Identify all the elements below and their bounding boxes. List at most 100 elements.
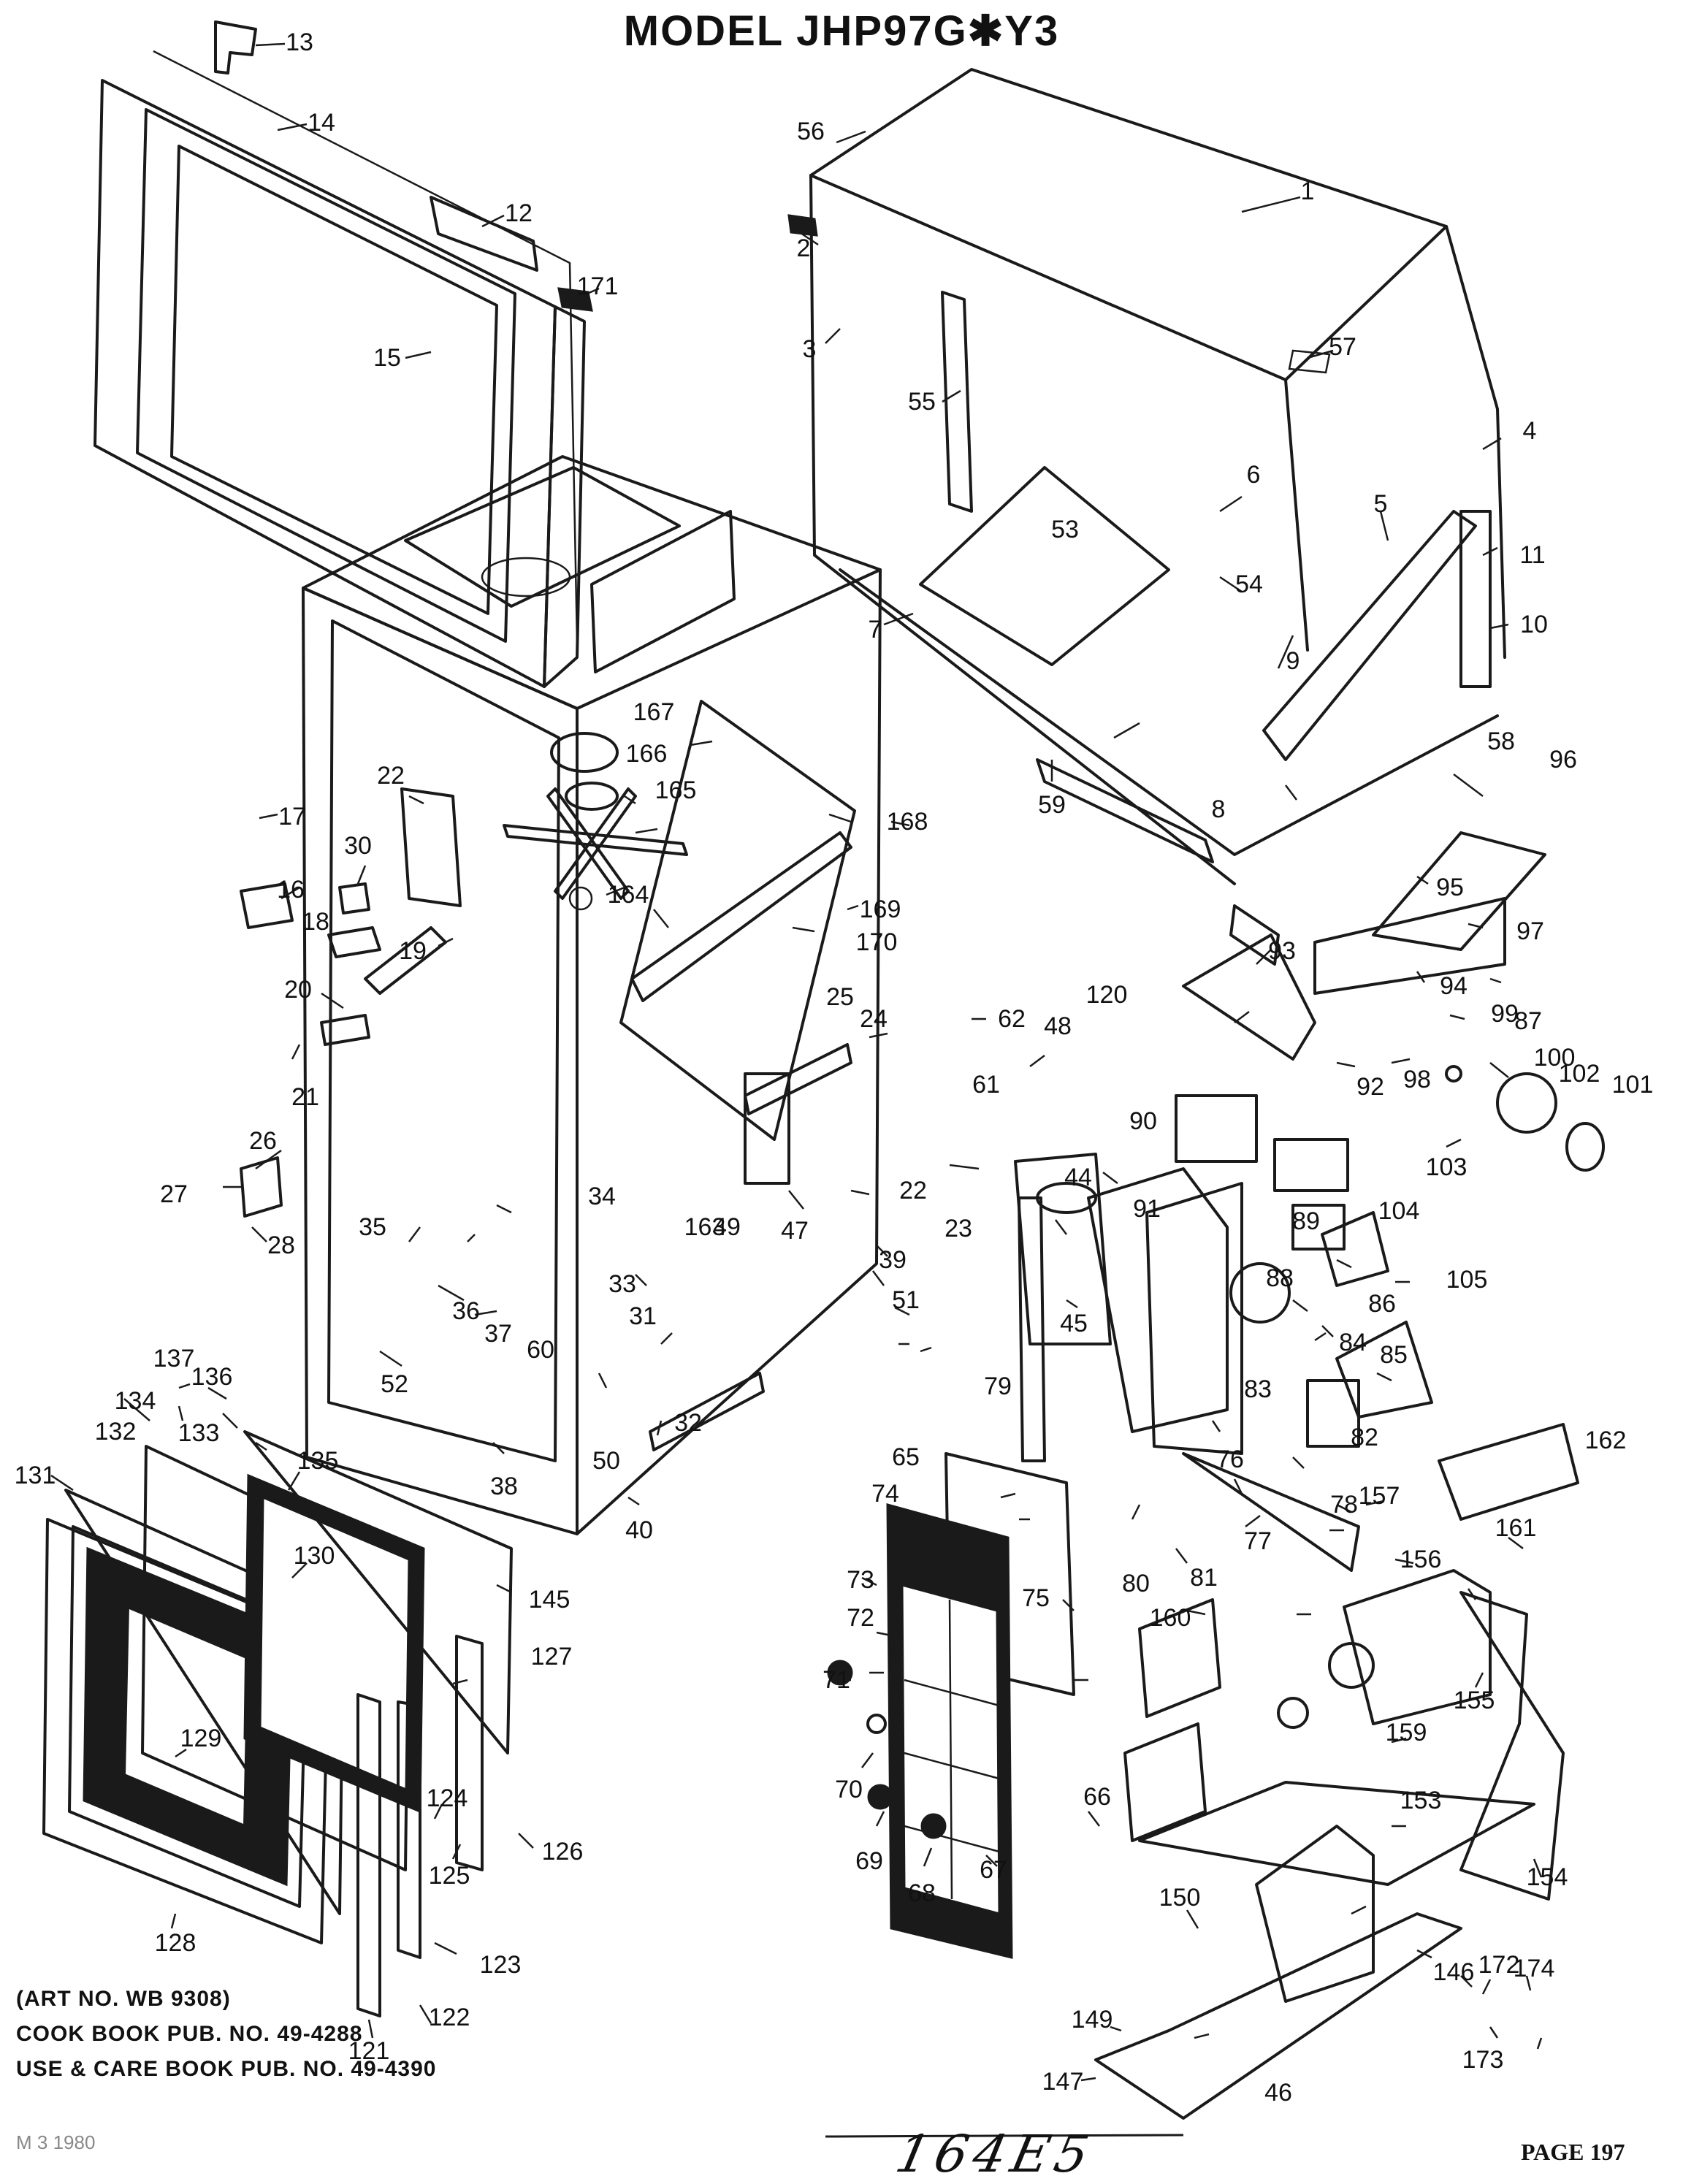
part-label: 170 <box>855 928 898 956</box>
part-label: 34 <box>588 1183 616 1210</box>
part-label: 93 <box>1268 937 1296 965</box>
part-label: 83 <box>1244 1375 1272 1403</box>
part-label: 169 <box>859 896 901 923</box>
part-label: 12 <box>505 199 533 227</box>
part-label: 54 <box>1235 570 1263 598</box>
part-label: 157 <box>1358 1482 1400 1510</box>
part-label: 9 <box>1286 647 1300 675</box>
part-label: 51 <box>892 1286 920 1314</box>
part-label: 17 <box>278 803 306 831</box>
part-label: 94 <box>1440 972 1468 1000</box>
part-label: 78 <box>1330 1491 1358 1519</box>
footer-rule <box>825 2134 1184 2138</box>
part-label: 89 <box>1292 1207 1320 1235</box>
part-label: 124 <box>426 1784 468 1812</box>
part-label: 128 <box>154 1929 196 1957</box>
part-label: 96 <box>1549 746 1577 774</box>
part-label: 55 <box>908 388 936 416</box>
part-label: 2 <box>796 234 811 262</box>
part-label: 122 <box>428 2004 470 2031</box>
part-label: 155 <box>1453 1687 1495 1714</box>
part-label: 90 <box>1129 1107 1157 1135</box>
part-label: 22 <box>377 762 405 790</box>
handwritten-note: 164E5 <box>890 2124 1100 2184</box>
oven-cavity <box>302 455 882 1535</box>
part-label: 133 <box>178 1419 220 1447</box>
part-label: 153 <box>1400 1787 1442 1814</box>
part-label: 81 <box>1190 1564 1218 1592</box>
part-label: 168 <box>886 808 928 836</box>
part-label: 70 <box>835 1776 863 1803</box>
part-label: 5 <box>1373 490 1388 518</box>
page-title: MODEL JHP97G✱Y3 <box>623 7 1060 55</box>
part-label: 25 <box>826 983 854 1011</box>
part-label: 56 <box>797 118 825 145</box>
page-number: PAGE 197 <box>1521 2139 1625 2165</box>
part-label: 15 <box>373 344 401 372</box>
stirrer-fan <box>503 732 688 911</box>
part-label: 37 <box>484 1320 512 1348</box>
part-label: 21 <box>291 1083 319 1111</box>
part-label: 60 <box>527 1336 554 1364</box>
part-label: 16 <box>277 876 305 904</box>
part-label: 99 <box>1491 1000 1519 1028</box>
part-label: 14 <box>308 109 335 137</box>
part-label: 174 <box>1513 1955 1555 1982</box>
part-label: 102 <box>1558 1060 1600 1088</box>
part-label: 79 <box>984 1372 1012 1400</box>
part-label: 88 <box>1266 1264 1294 1292</box>
part-label: 62 <box>998 1005 1026 1033</box>
part-label: 10 <box>1520 611 1548 638</box>
part-label: 44 <box>1064 1164 1092 1191</box>
part-label: 36 <box>452 1297 480 1325</box>
part-label: 150 <box>1159 1884 1201 1912</box>
part-label: 167 <box>633 698 675 726</box>
part-label: 46 <box>1264 2079 1292 2107</box>
part-label: 48 <box>1044 1012 1072 1040</box>
door-panel-assembly <box>42 1430 513 2017</box>
art-number-note: (ART NO. WB 9308) <box>16 1987 231 2011</box>
part-label: 3 <box>802 335 817 363</box>
outer-case <box>787 68 1506 885</box>
control-panel <box>827 1153 1112 1959</box>
part-label: 172 <box>1478 1951 1520 1979</box>
part-label: 132 <box>94 1418 137 1446</box>
part-label: 49 <box>713 1213 741 1241</box>
part-label: 161 <box>1495 1514 1537 1542</box>
part-label: 84 <box>1339 1329 1367 1356</box>
part-label: 77 <box>1244 1527 1272 1555</box>
date-stamp: M 3 1980 <box>16 2131 96 2153</box>
part-label: 18 <box>302 908 329 936</box>
part-label: 30 <box>344 832 372 860</box>
part-label: 47 <box>781 1217 809 1245</box>
cook-book-note: COOK BOOK PUB. NO. 49-4288 <box>16 2022 363 2046</box>
part-label: 149 <box>1071 2006 1113 2034</box>
part-label: 71 <box>823 1666 850 1694</box>
part-label: 13 <box>286 28 313 56</box>
part-label: 58 <box>1487 728 1515 755</box>
part-label: 38 <box>490 1473 518 1500</box>
part-label: 104 <box>1378 1197 1420 1225</box>
part-label: 97 <box>1516 917 1544 945</box>
part-label: 8 <box>1211 795 1226 823</box>
part-label: 66 <box>1083 1783 1111 1811</box>
part-label: 80 <box>1122 1570 1150 1597</box>
part-label: 130 <box>293 1542 335 1570</box>
part-label: 105 <box>1446 1266 1488 1294</box>
part-label: 20 <box>284 976 312 1004</box>
part-label: 26 <box>249 1127 277 1155</box>
power-section <box>1094 1423 1579 2120</box>
leader-lines <box>50 42 1543 2082</box>
part-label: 164 <box>607 881 649 909</box>
part-label: 162 <box>1584 1427 1627 1454</box>
part-label: 120 <box>1085 981 1128 1009</box>
part-label: 11 <box>1519 541 1546 569</box>
use-care-book-note: USE & CARE BOOK PUB. NO. 49-4390 <box>16 2057 437 2081</box>
part-label: 131 <box>14 1462 56 1489</box>
part-label: 19 <box>399 937 427 965</box>
part-label: 160 <box>1149 1604 1191 1632</box>
part-label: 24 <box>860 1005 888 1033</box>
part-label: 57 <box>1329 333 1356 361</box>
electrical-components <box>1087 831 1605 1572</box>
